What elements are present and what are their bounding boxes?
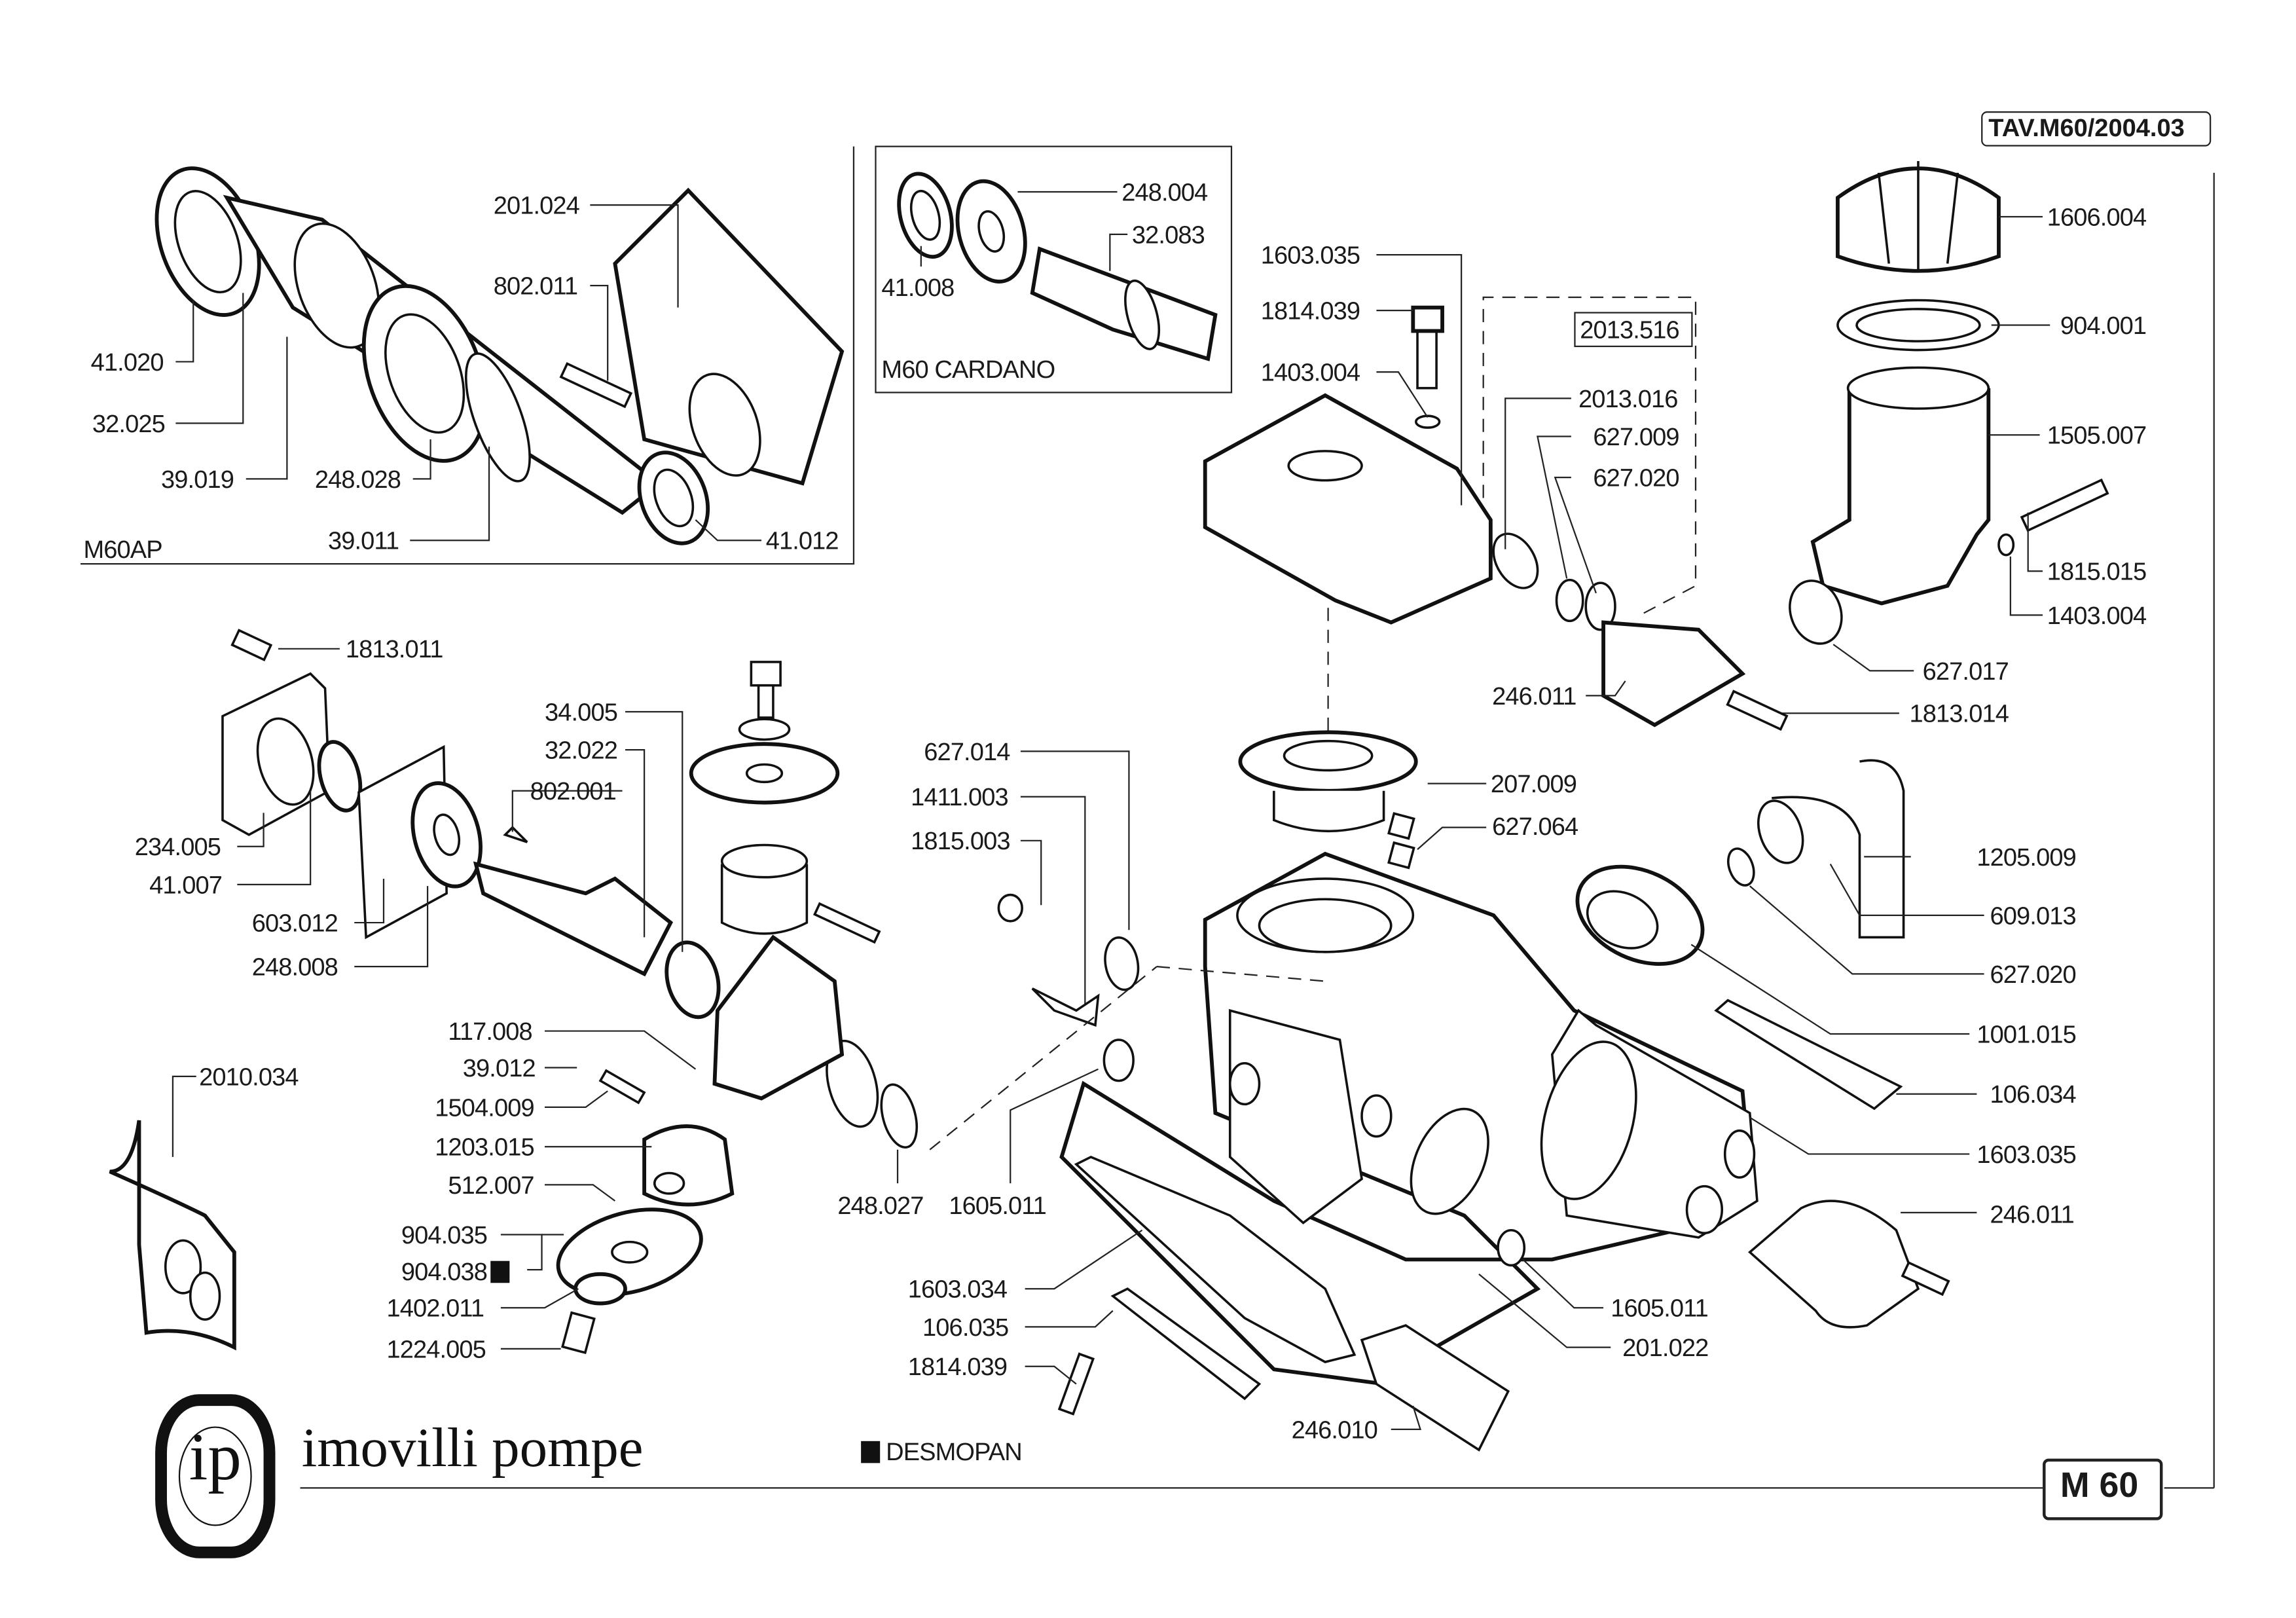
title-code: TAV.M60/2004.03 [1988,114,2185,142]
part-label[interactable]: 1402.011 [386,1295,484,1323]
part-label[interactable]: 603.012 [251,909,338,938]
part-label[interactable]: 1505.007 [2047,422,2147,450]
part-label[interactable]: 39.012 [462,1054,536,1082]
cardano-inset-frame [875,145,1233,394]
model-badge: M 60 [2060,1465,2139,1506]
model-badge-box [2043,1458,2163,1520]
elbow-fitting [1772,759,1905,939]
imovilli-logo: ip [155,1394,276,1558]
part-label[interactable]: 609.013 [1990,902,2077,930]
part-label[interactable]: 32.025 [92,410,166,438]
inset-title-m60-cardano: M60 CARDANO [881,356,1055,384]
part-label[interactable]: 41.020 [90,348,164,377]
part-label[interactable]: 106.034 [1990,1080,2077,1109]
part-label[interactable]: 1411.003 [911,783,1009,812]
part-label[interactable]: 1813.011 [345,635,444,664]
filter-assembly [1789,161,2109,645]
desmopan-legend-label: DESMOPAN [886,1438,1023,1466]
part-label[interactable]: 627.014 [924,738,1010,766]
part-label[interactable]: 201.024 [493,191,580,220]
inset-title-m60ap: M60AP [83,536,162,564]
valve-cover-246-011 [1748,1200,1920,1329]
part-label[interactable]: 234.005 [134,833,221,862]
bracket-106-034 [1714,999,1903,1111]
part-label[interactable]: 41.012 [765,527,839,555]
part-label[interactable]: 904.035 [401,1221,488,1249]
part-label[interactable]: 246.011 [1990,1201,2075,1229]
part-label[interactable]: 1605.011 [1611,1295,1709,1323]
m60ap-inset-frame [81,146,855,565]
part-label[interactable]: 1814.039 [1260,297,1360,325]
part-label[interactable]: 627.020 [1990,961,2077,989]
part-label[interactable]: 1603.034 [907,1276,1008,1304]
part-label[interactable]: 1001.015 [1977,1020,2076,1049]
part-label[interactable]: 1224.005 [386,1335,486,1364]
part-label[interactable]: 201.022 [1622,1334,1709,1363]
part-label-text[interactable]: 904.038 [401,1258,488,1286]
part-label[interactable]: 41.007 [149,871,223,900]
part-label[interactable]: 904.001 [2060,312,2147,340]
part-label[interactable]: 32.022 [545,737,618,765]
part-label[interactable]: 1403.004 [2047,602,2147,630]
part-label[interactable]: 34.005 [545,698,618,727]
part-label[interactable]: 39.011 [327,527,399,555]
part-label[interactable]: 248.027 [837,1192,924,1221]
brand-name: imovilli pompe [301,1418,644,1479]
part-label[interactable]: 1403.004 [1260,358,1360,387]
part-label[interactable]: 248.028 [314,466,401,494]
part-label[interactable]: 802.001 [530,777,617,806]
part-label[interactable]: 207.009 [1490,770,1577,798]
m60ap-shaft-assembly [155,166,845,545]
kit-code-box [1574,312,1693,348]
part-label[interactable]: 1813.014 [1909,700,2009,728]
part-label[interactable]: 1605.011 [949,1192,1047,1221]
part-label[interactable]: 1606.004 [2047,203,2147,232]
part-label[interactable]: 1205.009 [1977,843,2076,872]
part-label[interactable]: 1603.035 [1977,1141,2076,1169]
part-label[interactable]: 1504.009 [435,1094,534,1122]
bearing-248-027 [880,1083,919,1149]
desmopan-marker-icon [490,1260,509,1283]
part-label[interactable]: 627.017 [1922,657,2009,686]
kit-code[interactable]: 2013.516 [1580,316,1679,344]
part-label[interactable]: 32.083 [1131,221,1205,249]
part-label[interactable]: 1815.015 [2047,558,2147,586]
cardano-shaft-assembly [897,172,1218,361]
part-label[interactable]: 627.009 [1593,423,1679,451]
desmopan-square-icon [861,1441,881,1463]
part-label[interactable]: 246.011 [1492,682,1576,710]
part-label[interactable]: 627.064 [1492,813,1578,841]
part-label[interactable]: 512.007 [448,1171,534,1200]
part-label[interactable]: 117.008 [448,1018,532,1046]
logo-ring [178,1426,252,1526]
pump-body [1059,730,1758,1386]
title-code-box [1981,111,2212,147]
upper-manifold-assembly [1203,305,1746,727]
part-label[interactable]: 2013.016 [1578,385,1678,413]
plug-1605-011 [1102,1039,1135,1082]
part-label[interactable]: 106.035 [922,1314,1009,1342]
part-label[interactable]: 627.020 [1593,464,1679,492]
drain-flange-1411-003 [1031,987,1100,1027]
part-label[interactable]: 1603.035 [1260,242,1360,270]
piston-assembly [556,661,881,1355]
desmopan-legend: DESMOPAN [861,1438,1023,1466]
part-label[interactable]: 1814.039 [907,1353,1008,1382]
valve-cover-246-010 [1360,1324,1510,1452]
part-label[interactable]: 248.004 [1121,178,1208,207]
part-label[interactable]: 1815.003 [911,827,1010,856]
part-label[interactable]: 2010.034 [199,1063,299,1092]
part-label[interactable]: 802.011 [493,272,578,301]
part-label[interactable]: 248.008 [251,953,338,982]
part-label[interactable]: 1203.015 [435,1133,534,1162]
part-label[interactable]: 39.019 [161,466,234,494]
bracket-106-035 [1110,1287,1262,1401]
part-label[interactable]: 246.010 [1291,1416,1378,1444]
logo-letters: ip [189,1419,242,1494]
part-label-desmopan[interactable]: 904.038 [401,1259,509,1284]
manifold-1603-034 [1074,1155,1357,1363]
part-label[interactable]: 41.008 [881,274,955,302]
